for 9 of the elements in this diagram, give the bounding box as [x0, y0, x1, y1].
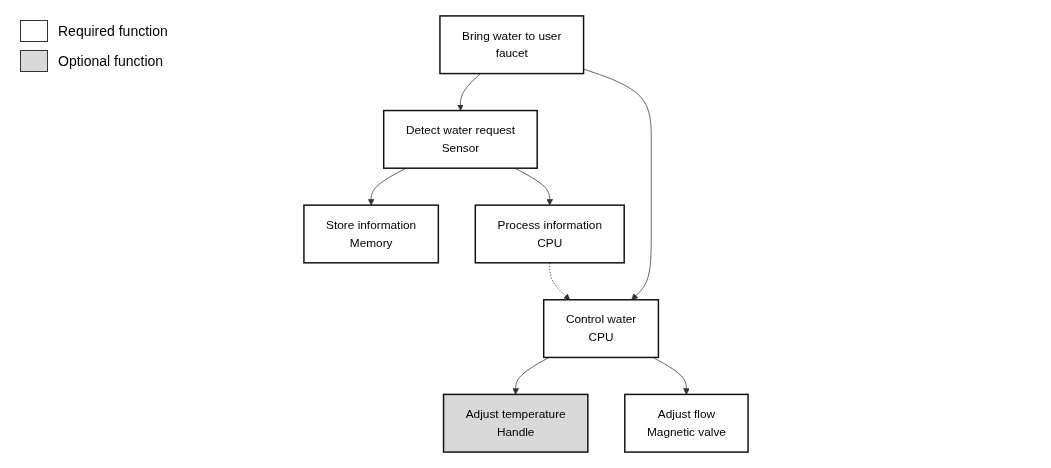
legend-label: Required function: [58, 23, 168, 39]
legend-label: Optional function: [58, 53, 164, 69]
node-box: Adjust flow Magnetic valve: [623, 393, 749, 453]
node-box: Store information Memory: [302, 204, 439, 264]
node-box: Bring water to user faucet: [438, 15, 584, 75]
node-box: Process information CPU: [474, 204, 625, 264]
node-box: Detect water request Sensor: [382, 109, 538, 169]
node-box: Control water CPU: [542, 299, 659, 359]
node-box: Adjust temperature Handle: [442, 393, 589, 453]
